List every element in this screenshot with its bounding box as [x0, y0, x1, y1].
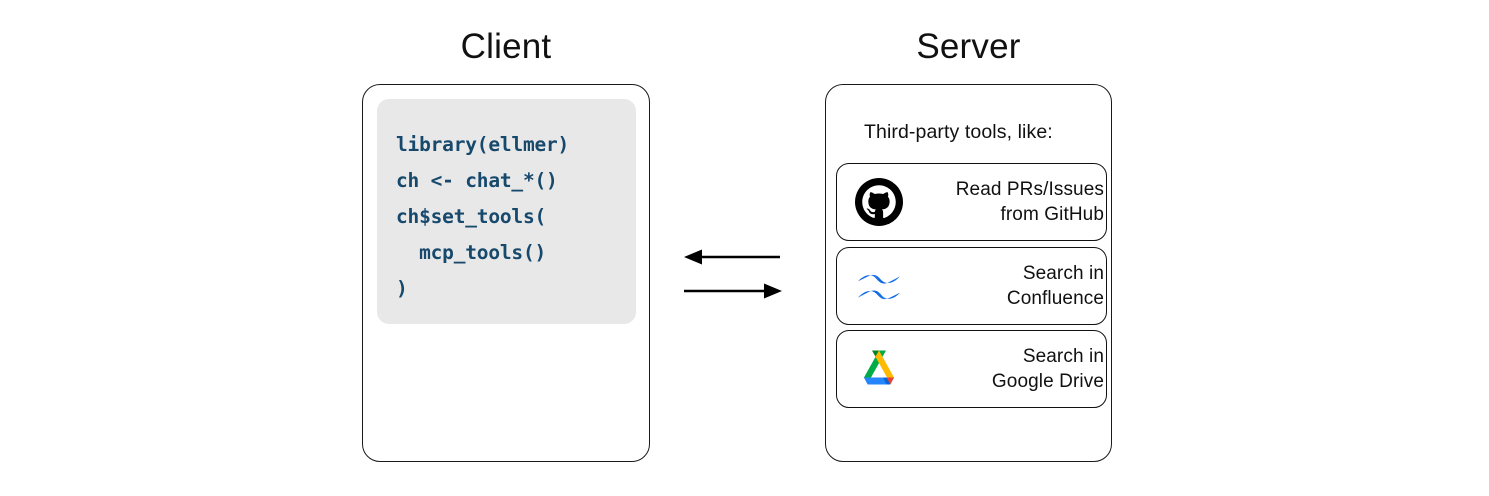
tool-label-confluence-line1: Search in [1022, 263, 1104, 284]
arrow-left-icon [684, 249, 780, 265]
tool-label-google-drive-line1: Search in [1022, 346, 1104, 367]
tool-card-github[interactable]: Read PRs/Issues from GitHub [836, 163, 1107, 241]
arrow-right-icon [684, 283, 782, 299]
tool-card-confluence[interactable]: Search in Confluence [836, 247, 1107, 325]
code-line-3: ch$set_tools( [396, 205, 547, 228]
google-drive-icon [854, 344, 904, 394]
code-line-2: ch <- chat_*() [396, 169, 558, 192]
server-panel: Third-party tools, like: Read PRs/Issues… [825, 84, 1112, 462]
code-line-5: ) [396, 277, 408, 300]
tool-card-google-drive[interactable]: Search in Google Drive [836, 330, 1107, 408]
client-column-title: Client [460, 27, 552, 66]
connector-arrows [676, 238, 796, 308]
tool-label-github: Read PRs/Issues from GitHub [910, 177, 1104, 227]
tool-label-confluence-line2: Confluence [1006, 288, 1104, 309]
tool-label-google-drive: Search in Google Drive [910, 344, 1104, 394]
client-panel: library(ellmer) ch <- chat_*() ch$set_to… [362, 84, 650, 462]
server-column-title: Server [916, 27, 1021, 66]
tool-label-google-drive-line2: Google Drive [991, 371, 1104, 392]
tool-label-github-line1: Read PRs/Issues [955, 179, 1104, 200]
tool-label-github-line2: from GitHub [1000, 204, 1104, 225]
code-block: library(ellmer) ch <- chat_*() ch$set_to… [377, 99, 636, 324]
code-line-1: library(ellmer) [396, 133, 570, 156]
code-line-4: mcp_tools() [396, 241, 547, 264]
server-caption: Third-party tools, like: [864, 121, 1053, 143]
github-icon [854, 177, 904, 227]
tool-label-confluence: Search in Confluence [910, 261, 1104, 311]
confluence-icon [854, 261, 904, 311]
